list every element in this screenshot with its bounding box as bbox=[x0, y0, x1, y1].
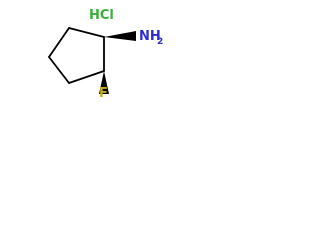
molecule-structure: HCl NH 2 F bbox=[48, 8, 163, 100]
ring-bond-c3-c4 bbox=[48, 56, 70, 84]
amine-label: NH bbox=[139, 29, 161, 44]
wedge-bond-amine bbox=[104, 31, 136, 41]
structure-canvas: HCl NH 2 F bbox=[0, 0, 200, 100]
ring-bond-c1-c2 bbox=[68, 27, 105, 38]
ring-bond-c2-c3 bbox=[48, 27, 70, 58]
hcl-label: HCl bbox=[89, 8, 114, 23]
ring-bond-c4-c5 bbox=[68, 70, 105, 84]
fluorine-label: F bbox=[99, 86, 108, 100]
cyclopentane-ring bbox=[48, 27, 105, 84]
wedge-bond-fluorine bbox=[99, 71, 109, 94]
amine-subscript: 2 bbox=[157, 37, 163, 47]
